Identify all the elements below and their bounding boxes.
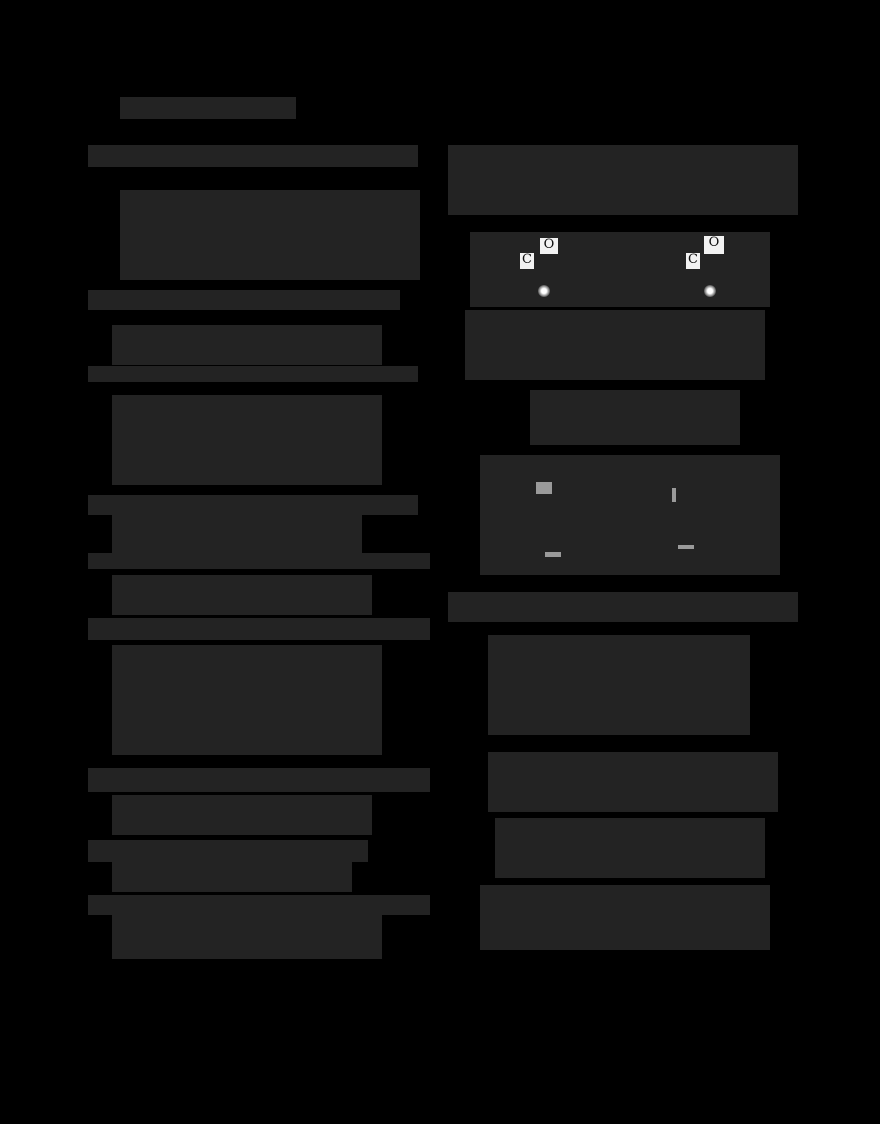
question-13-text [448, 592, 798, 622]
structure-1 [120, 190, 420, 280]
radical-dot-icon-right [704, 285, 716, 297]
answer-9 [112, 915, 382, 959]
title-block [120, 97, 296, 119]
question-7-text [88, 768, 430, 792]
wedge-bond-icon [536, 482, 552, 494]
question-1-text [88, 145, 418, 167]
wedge-bond-icon [678, 545, 694, 549]
structure-15 [495, 818, 765, 878]
question-2-text [88, 290, 400, 310]
question-10-text [448, 145, 798, 215]
question-4-text [88, 495, 418, 515]
structure-11 [530, 390, 740, 445]
wedge-bond-icon [672, 488, 676, 502]
answer-2 [112, 325, 382, 365]
structure-12 [480, 455, 780, 575]
structure-3 [112, 395, 382, 485]
question-8-text [88, 840, 368, 862]
carbon-atom-label-left: C [520, 253, 534, 269]
oxygen-atom-label-right: O [704, 236, 724, 254]
answer-8 [112, 862, 352, 892]
answer-6 [112, 645, 382, 755]
answer-4 [112, 515, 362, 555]
answer-10 [465, 310, 765, 380]
question-9-text [88, 895, 430, 915]
structure-10 [470, 232, 770, 307]
question-3-text [88, 366, 418, 382]
radical-dot-icon-left [538, 285, 550, 297]
carbon-atom-label-right: C [686, 253, 700, 269]
wedge-bond-icon [545, 552, 561, 557]
structure-13 [488, 635, 750, 735]
answer-5 [112, 575, 372, 615]
structure-14 [488, 752, 778, 812]
question-5-text [88, 553, 430, 569]
answer-7 [112, 795, 372, 835]
question-6-text [88, 618, 430, 640]
answer-15 [480, 885, 770, 950]
oxygen-atom-label-left: O [540, 238, 558, 254]
